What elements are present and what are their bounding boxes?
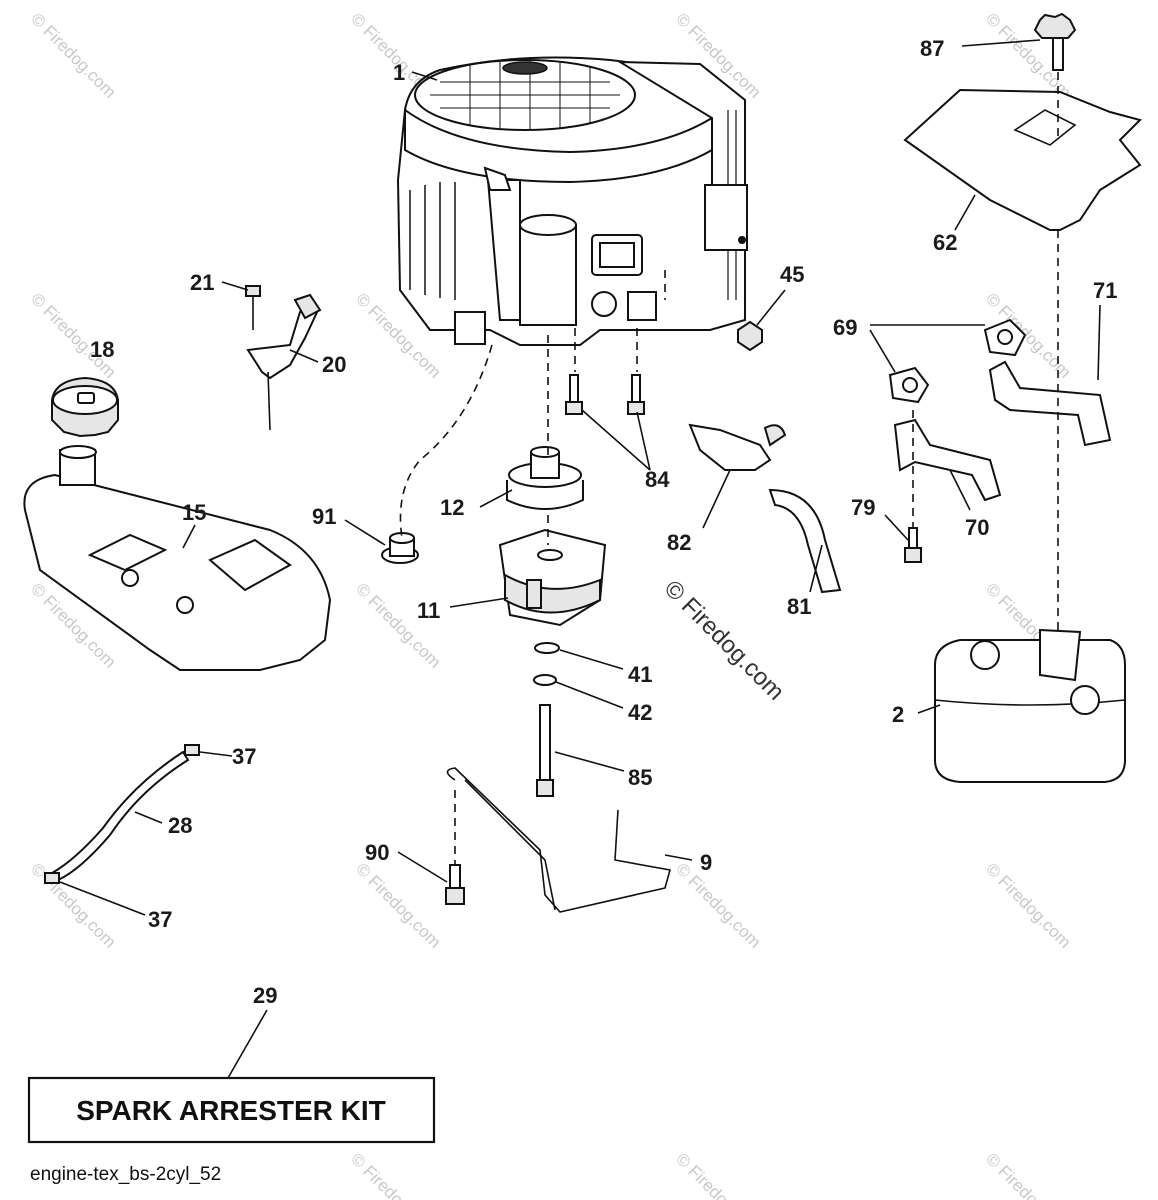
exhaust-parts-drawing	[888, 318, 1112, 502]
callout-2: 2	[892, 702, 904, 727]
diagram-caption: engine-tex_bs-2cyl_52	[30, 1164, 221, 1185]
fuel-pump-fitting-drawing	[688, 423, 787, 471]
bolt-drawing	[565, 374, 645, 415]
rod-drawing	[446, 767, 672, 913]
callout-69: 69	[833, 315, 857, 340]
bolt-drawing	[904, 527, 922, 563]
callout-45: 45	[780, 262, 804, 287]
watermark-text: © Firedog.com	[27, 289, 119, 381]
callout-85: 85	[628, 765, 652, 790]
watermark-text: © Firedog.com	[672, 859, 764, 951]
watermark-text: © Firedog.com	[27, 9, 119, 101]
heat-shield-plate-drawing	[903, 88, 1142, 231]
rod-edge-drawing	[464, 779, 556, 911]
callout-81: 81	[787, 594, 811, 619]
washer-drawing	[533, 674, 557, 686]
callout-82: 82	[667, 530, 691, 555]
callout-62: 62	[933, 230, 957, 255]
engine-drawing	[396, 56, 748, 346]
leader-lines	[59, 39, 1101, 1079]
alignment-lines	[399, 72, 1059, 865]
watermark-text: © Firedog.com	[352, 579, 444, 671]
watermark-text: © Firedog.com	[352, 859, 444, 951]
bolt-drawing	[536, 704, 554, 797]
callout-70: 70	[965, 515, 989, 540]
callout-12: 12	[440, 495, 464, 520]
callout-79: 79	[851, 495, 875, 520]
callout-90: 90	[365, 840, 389, 865]
callout-91: 91	[312, 504, 336, 529]
clutch-drawing	[498, 528, 607, 627]
muffler-drawing	[934, 628, 1126, 783]
watermark-main: © Firedog.com	[659, 575, 790, 706]
callout-21: 21	[190, 270, 214, 295]
bolt-drawing	[445, 864, 465, 905]
knob-drawing	[1033, 12, 1077, 71]
callout-71: 71	[1093, 278, 1117, 303]
watermark-text: © Firedog.com	[672, 1149, 764, 1200]
fuel-line-drawing	[44, 744, 200, 884]
callout-29: 29	[253, 983, 277, 1008]
callout-11: 11	[417, 598, 440, 623]
callout-84: 84	[645, 467, 670, 492]
nut-drawing	[737, 320, 763, 352]
callout-15: 15	[182, 500, 206, 525]
callout-28: 28	[168, 813, 192, 838]
throttle-bracket-drawing	[245, 285, 322, 431]
hose-drawing	[768, 488, 842, 594]
callout-labels: 1 87 62 45 71 69 21 20 18 84 12 82 79 70…	[90, 36, 1117, 1008]
spark-arrester-kit-box: SPARK ARRESTER KIT	[27, 1076, 436, 1144]
callout-41: 41	[628, 662, 652, 687]
watermark-text: © Firedog.com	[27, 859, 119, 951]
watermark-text: © Firedog.com	[982, 859, 1074, 951]
callout-37-bottom: 37	[148, 907, 172, 932]
washer-drawing	[534, 642, 560, 654]
callout-87: 87	[920, 36, 944, 61]
plate-cutout-drawing	[1013, 109, 1077, 146]
callout-9: 9	[700, 850, 712, 875]
bushing-drawing	[381, 532, 419, 564]
callout-37-top: 37	[232, 744, 256, 769]
fuel-tank-drawing	[23, 445, 332, 671]
callout-18: 18	[90, 337, 114, 362]
pulley-drawing	[506, 446, 584, 510]
callout-20: 20	[322, 352, 346, 377]
kit-label: SPARK ARRESTER KIT	[76, 1095, 386, 1126]
callout-42: 42	[628, 700, 652, 725]
callout-1: 1	[393, 60, 405, 85]
fuel-cap-drawing	[51, 376, 119, 438]
watermark-text: © Firedog.com	[982, 1149, 1074, 1200]
watermark-text: © Firedog.com	[347, 1149, 439, 1200]
